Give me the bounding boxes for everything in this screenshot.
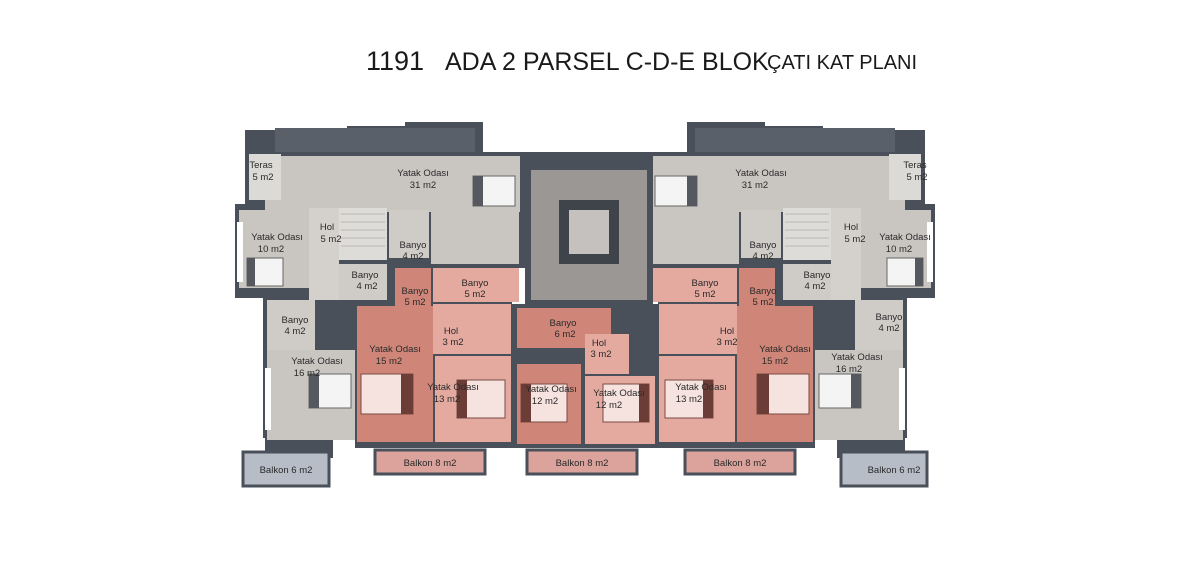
title-main: ADA 2 PARSEL C-D-E BLOK — [445, 48, 769, 76]
elevator-core — [569, 210, 609, 254]
roof-band — [275, 128, 475, 152]
left-unit-structure — [235, 122, 525, 488]
bed-icon — [360, 373, 414, 415]
bed-icon — [520, 383, 568, 423]
title-lot-number: 1191 — [366, 46, 425, 76]
floor-banyo-4b — [339, 264, 387, 300]
center-core — [512, 152, 658, 476]
window — [237, 222, 243, 282]
label-balkon-8-l: Balkon 8 m2 — [404, 458, 457, 469]
floor-banyo-5b — [433, 268, 519, 302]
bed-icon — [602, 383, 650, 423]
floor-hol-3-c — [585, 334, 629, 374]
floor-hol-3 — [433, 304, 511, 354]
label-balkon-6-r: Balkon 6 m2 — [868, 465, 921, 476]
floor-banyo-5a — [395, 268, 431, 306]
inner-stair — [339, 208, 387, 260]
floor-teras — [249, 154, 281, 200]
bed-icon — [456, 379, 506, 419]
floor-banyo-4c — [267, 300, 315, 350]
window — [265, 368, 271, 430]
label-balkon-8-c: Balkon 8 m2 — [556, 458, 609, 469]
label-balkon-6-l: Balkon 6 m2 — [260, 465, 313, 476]
bed-icon — [246, 257, 284, 287]
bed-icon — [308, 373, 352, 409]
balcony-8-center — [525, 448, 639, 476]
bed-icon — [472, 175, 516, 207]
plan-title: 1191 ADA 2 PARSEL C-D-E BLOK ÇATI KAT PL… — [0, 44, 1200, 80]
label-balkon-8-r: Balkon 8 m2 — [714, 458, 767, 469]
stair-treads — [341, 213, 385, 247]
title-sub: ÇATI KAT PLANI — [767, 52, 918, 74]
balcony-8 — [373, 448, 487, 476]
balcony-6 — [241, 450, 331, 488]
floor-corridor — [431, 212, 519, 264]
floor-banyo-4a — [389, 210, 429, 258]
floor-hol-5 — [309, 208, 339, 300]
